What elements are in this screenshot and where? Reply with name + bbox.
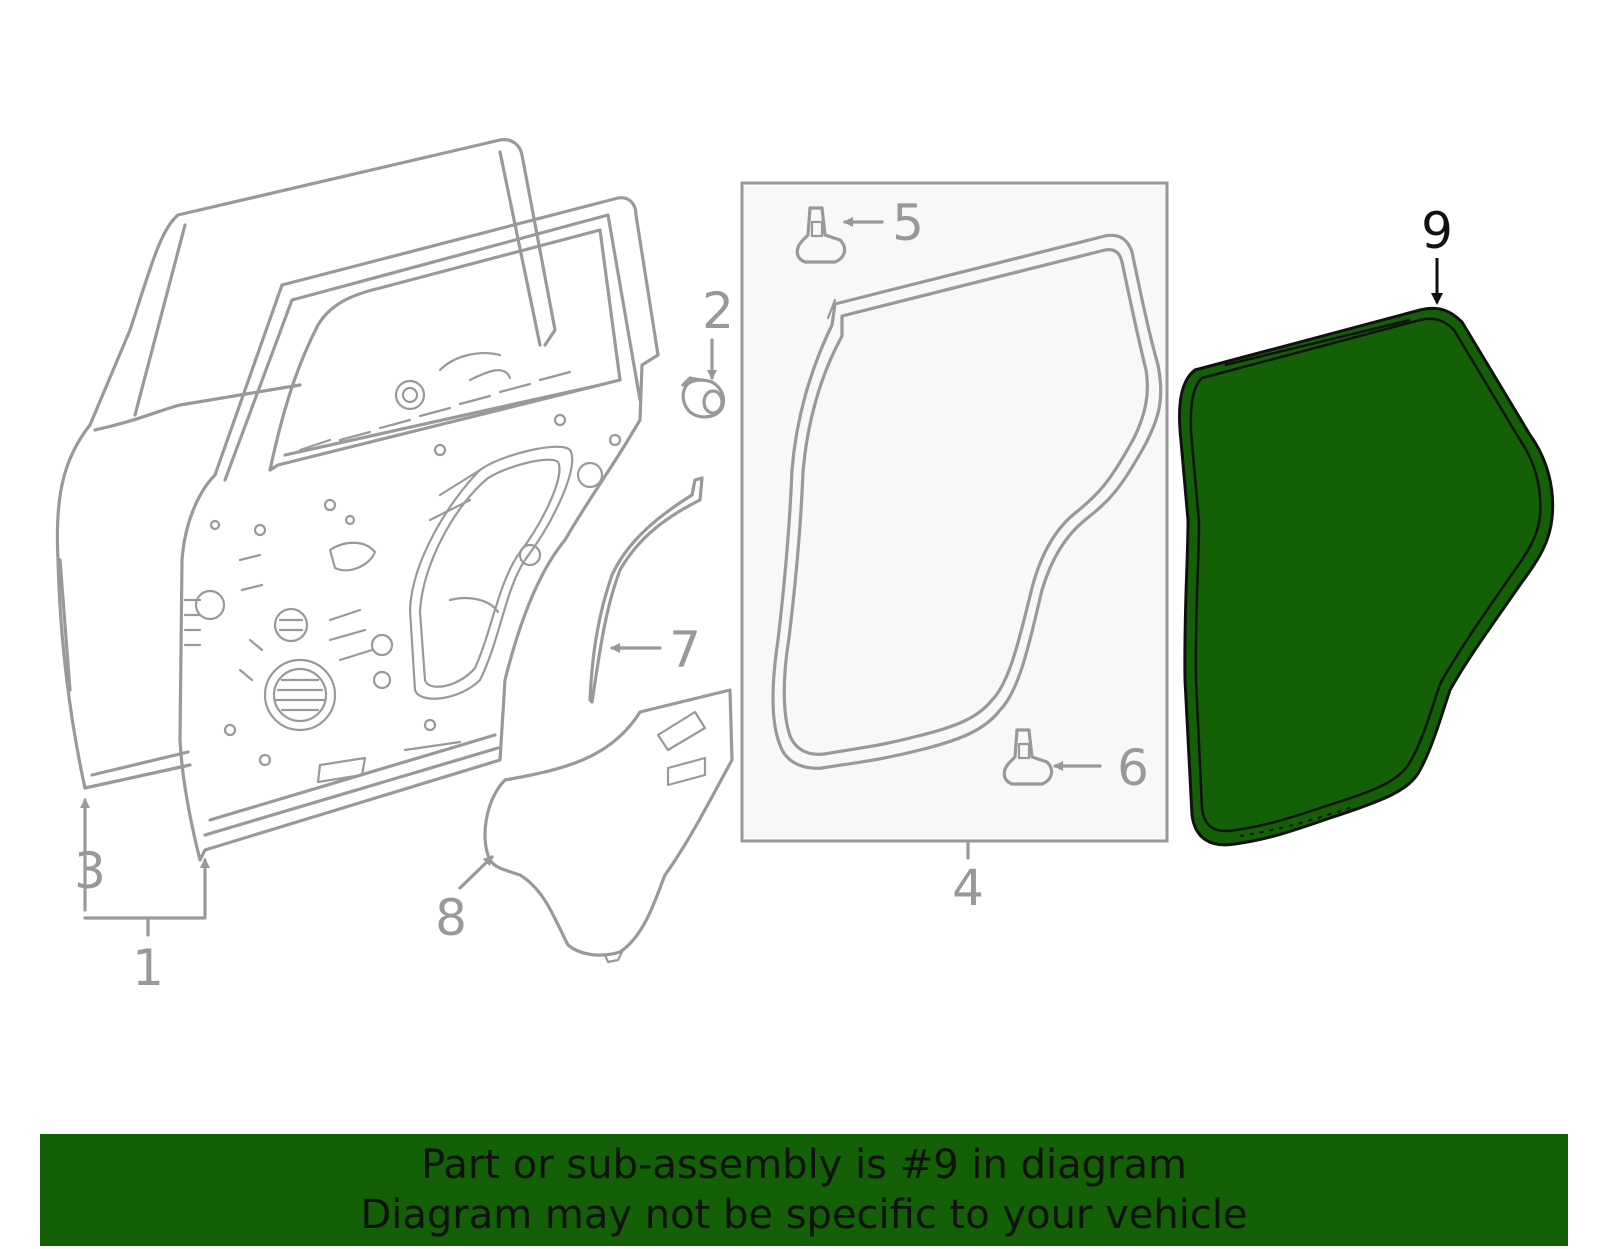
callout-1: 1 bbox=[132, 939, 164, 997]
part-9-weatherstrip-highlight bbox=[1178, 306, 1555, 847]
callout-3: 3 bbox=[74, 842, 106, 900]
watershield bbox=[483, 688, 734, 964]
callout-6: 6 bbox=[1117, 739, 1149, 797]
callout-5: 5 bbox=[892, 194, 924, 252]
banner-line-2: Diagram may not be specific to your vehi… bbox=[360, 1192, 1248, 1238]
part-4-group-box bbox=[740, 181, 1169, 843]
callout-7: 7 bbox=[669, 621, 701, 679]
callout-2: 2 bbox=[702, 282, 734, 340]
callout-leaders bbox=[80, 217, 1443, 937]
callout-4: 4 bbox=[952, 859, 984, 917]
hinge-bushing bbox=[681, 376, 726, 419]
callout-8: 8 bbox=[435, 889, 467, 947]
callout-9: 9 bbox=[1421, 202, 1453, 260]
info-banner: Part or sub-assembly is #9 in diagram Di… bbox=[40, 1134, 1568, 1246]
door-check-strap bbox=[588, 476, 704, 704]
door-outer-panel bbox=[55, 138, 557, 790]
banner-line-1: Part or sub-assembly is #9 in diagram bbox=[421, 1142, 1187, 1188]
door-shell bbox=[178, 196, 660, 862]
